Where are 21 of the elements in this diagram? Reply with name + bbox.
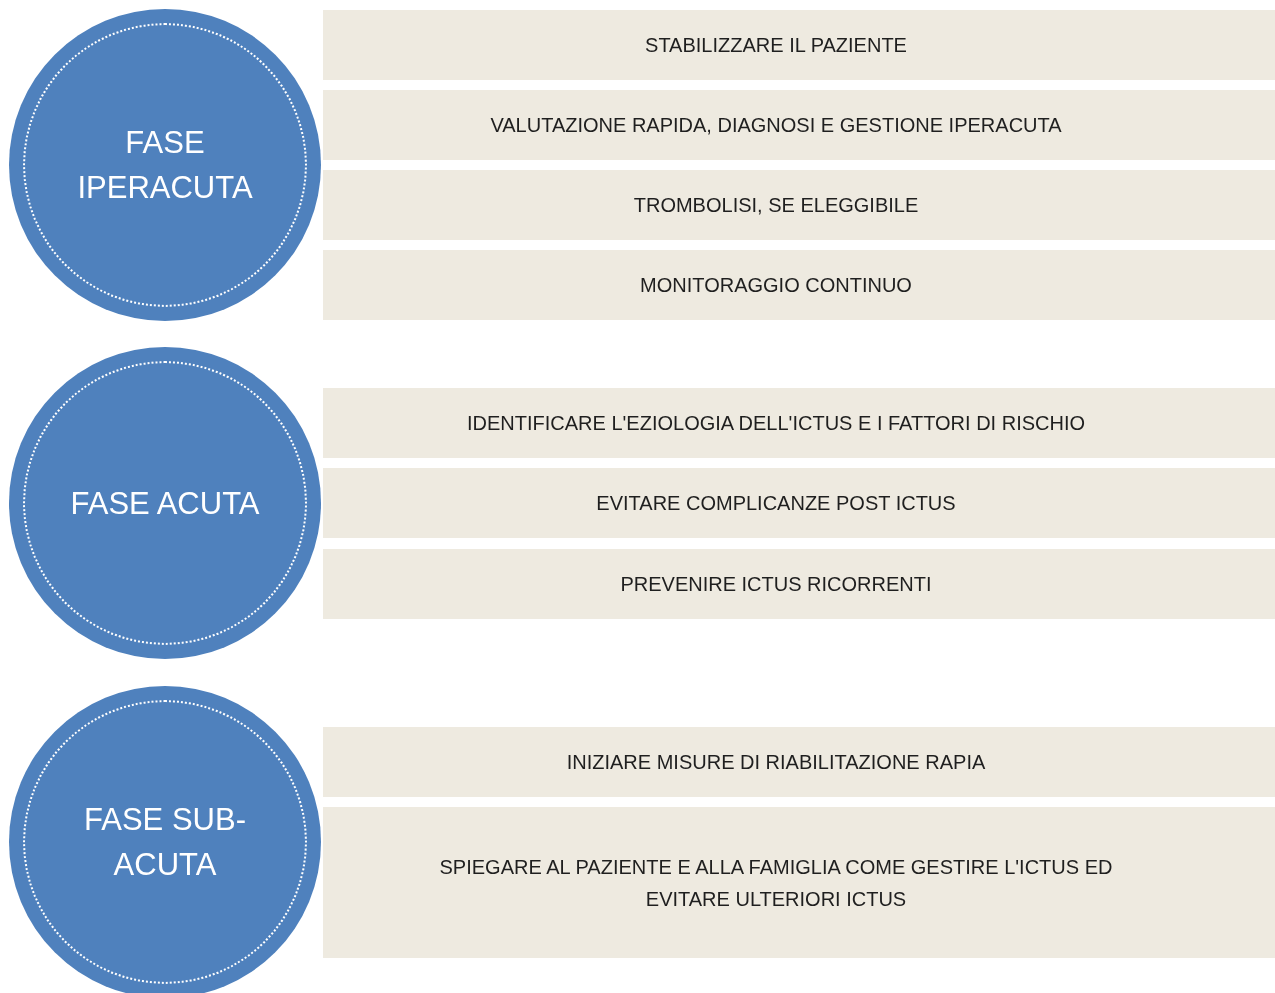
step-bar — [323, 727, 1275, 797]
step-bar — [323, 388, 1275, 458]
step-text: TROMBOLISI, SE ELEGGIBILE — [633, 193, 919, 218]
step-text: PREVENIRE ICTUS RICORRENTI — [620, 572, 932, 597]
step-text: STABILIZZARE IL PAZIENTE — [645, 33, 907, 58]
step-bar — [323, 170, 1275, 240]
phase-title: FASE IPERACUTA — [76, 124, 254, 207]
step-text: IDENTIFICARE L'EZIOLOGIA DELL'ICTUS E I FATTORI DI RISCHIO — [466, 411, 1086, 436]
step-bar — [323, 10, 1275, 80]
step-text: MONITORAGGIO CONTINUO — [640, 273, 912, 298]
step-bar — [323, 90, 1275, 160]
step-text: VALUTAZIONE RAPIDA, DIAGNOSI E GESTIONE IPERACUTA — [490, 113, 1062, 138]
step-bar — [323, 807, 1275, 958]
step-text: SPIEGARE AL PAZIENTE E ALLA FAMIGLIA COME GESTIRE L'ICTUS ED EVITARE ULTERIORI ICTUS — [438, 854, 1114, 912]
step-text: EVITARE COMPLICANZE POST ICTUS — [596, 491, 956, 516]
phase-title: FASE SUB-ACUTA — [83, 801, 247, 884]
step-bar — [323, 468, 1275, 538]
step-text: INIZIARE MISURE DI RIABILITAZIONE RAPIA — [566, 750, 986, 775]
phase-title: FASE ACUTA — [70, 484, 260, 523]
step-bar — [323, 250, 1275, 320]
step-bar — [323, 549, 1275, 619]
